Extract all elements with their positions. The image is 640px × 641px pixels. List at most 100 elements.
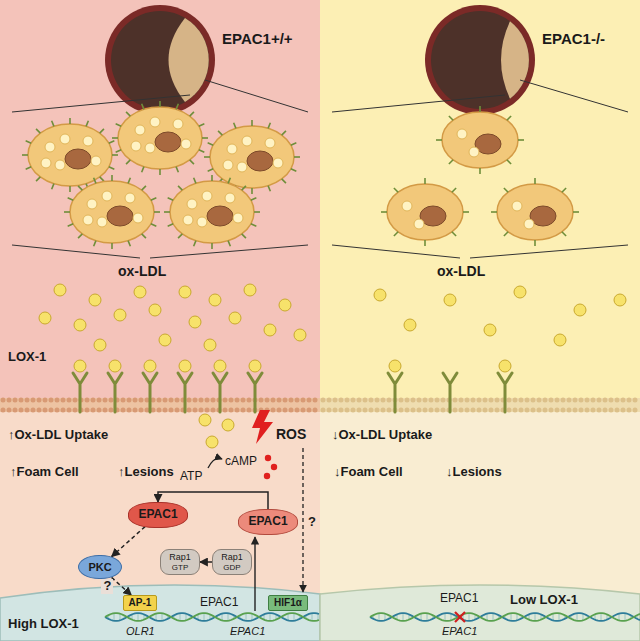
illustration-path <box>518 139 524 141</box>
illustration-circle <box>175 408 180 413</box>
illustration-circle <box>91 408 96 413</box>
illustration-path <box>507 160 511 164</box>
illustration-path <box>108 373 122 412</box>
illustration-circle <box>435 398 440 403</box>
illustration-path <box>52 184 54 190</box>
illustration-circle <box>19 408 24 413</box>
illustration-circle <box>459 408 464 413</box>
illustration-circle <box>597 408 602 413</box>
illustration-circle <box>265 138 275 148</box>
illustration-circle <box>459 398 464 403</box>
illustration-circle <box>457 129 467 139</box>
illustration-circle <box>223 398 228 403</box>
pathway-arrow <box>200 561 212 563</box>
illustration-path <box>332 95 505 112</box>
node-text: GTP <box>172 563 188 572</box>
illustration-ellipse <box>207 206 233 226</box>
illustration-circle <box>25 398 30 403</box>
illustration-circle <box>31 408 36 413</box>
ox-ldl-particle <box>574 304 586 316</box>
illustration-path <box>151 198 157 200</box>
illustration-circle <box>175 398 180 403</box>
illustration-ellipse <box>387 184 463 240</box>
illustration-circle <box>301 398 306 403</box>
illustration-circle <box>345 408 350 413</box>
illustration-path <box>559 613 560 621</box>
illustration-circle <box>37 398 42 403</box>
illustration-path <box>69 186 71 192</box>
illustration-circle <box>339 408 344 413</box>
illustration-ellipse <box>170 181 254 243</box>
lox1-receptor <box>143 360 157 412</box>
illustration-path <box>100 177 104 181</box>
node-text: Rap1 <box>221 552 243 562</box>
illustration-path <box>534 178 536 184</box>
illustration-circle <box>307 398 312 403</box>
illustration-circle <box>144 360 156 372</box>
dna-helix <box>370 613 640 621</box>
lox1-receptor <box>388 360 402 412</box>
illustration-circle <box>265 398 270 403</box>
illustration-circle <box>477 408 482 413</box>
illustration-circle <box>43 408 48 413</box>
illustration-path <box>242 186 246 190</box>
illustration-path <box>12 245 140 258</box>
illustration-path <box>562 188 566 192</box>
illustration-circle <box>163 398 168 403</box>
illustration-circle <box>97 217 107 227</box>
illustration-path <box>151 224 157 226</box>
illustration-path <box>194 178 196 184</box>
illustration-circle <box>205 398 210 403</box>
illustration-circle <box>435 408 440 413</box>
illustration-circle <box>585 398 590 403</box>
camp-dot <box>271 464 277 470</box>
illustration-path <box>36 177 40 181</box>
illustration-circle <box>1 408 6 413</box>
illustration-path <box>246 613 247 621</box>
illustration-circle <box>381 398 386 403</box>
illustration-circle <box>55 408 60 413</box>
edge-label: ? <box>101 579 113 594</box>
illustration-circle <box>85 398 90 403</box>
ox-ldl-particle <box>149 304 161 316</box>
expression-arrow <box>254 537 255 611</box>
illustration-circle <box>211 398 216 403</box>
illustration-circle <box>229 398 234 403</box>
illustration-path <box>78 186 82 190</box>
illustration-path <box>427 613 428 621</box>
illustration-ellipse <box>118 107 202 169</box>
illustration-circle <box>181 139 191 149</box>
illustration-circle <box>105 5 215 115</box>
illustration-circle <box>295 398 300 403</box>
illustration-circle <box>431 11 529 109</box>
knockout-cross <box>455 612 465 622</box>
illustration-circle <box>417 408 422 413</box>
ox-ldl-particle <box>179 286 191 298</box>
illustration-circle <box>477 398 482 403</box>
ox-ldl-particle <box>209 294 221 306</box>
illustration-circle <box>339 398 344 403</box>
cytoplasm <box>0 405 320 641</box>
node-text: Rap1 <box>169 552 191 562</box>
outcome-label: High LOX-1 <box>8 617 79 632</box>
illustration-circle <box>591 398 596 403</box>
ox-ldl-particle <box>94 339 106 351</box>
illustration-circle <box>283 408 288 413</box>
illustration-circle <box>307 408 312 413</box>
illustration-path <box>86 121 88 127</box>
ox-ldl-particle <box>484 324 496 336</box>
illustration-path <box>379 613 380 621</box>
illustration-circle <box>233 213 243 223</box>
illustration-circle <box>37 408 42 413</box>
illustration-circle <box>495 398 500 403</box>
illustration-path <box>463 211 469 213</box>
illustration-circle <box>31 398 36 403</box>
illustration-path <box>194 241 196 247</box>
foam-cell <box>491 178 579 246</box>
illustration-circle <box>609 408 614 413</box>
illustration-circle <box>387 398 392 403</box>
illustration-circle <box>179 360 191 372</box>
illustration-circle <box>567 408 572 413</box>
illustration-path <box>112 154 118 156</box>
illustration-path <box>394 188 398 192</box>
